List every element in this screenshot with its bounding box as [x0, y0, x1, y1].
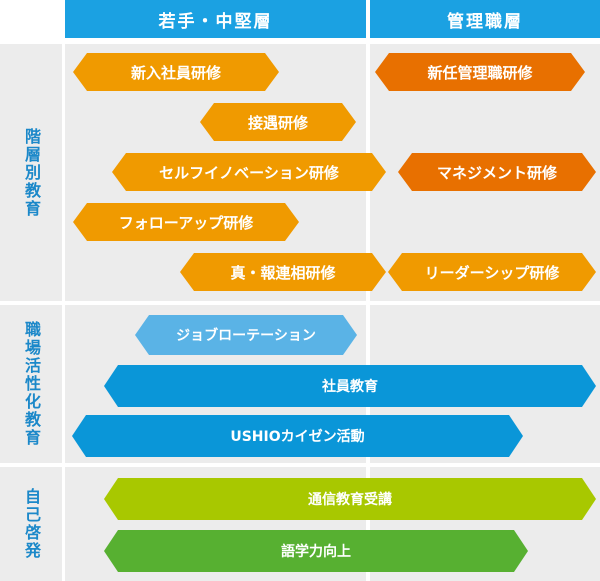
program-follow-up: フォローアップ研修: [73, 203, 299, 241]
row-label-self-development: 自己啓発: [0, 467, 62, 581]
row-label-workplace: 職場活性化教育: [0, 305, 62, 463]
program-correspondence: 通信教育受講: [104, 478, 596, 520]
program-new-employee: 新入社員研修: [73, 53, 279, 91]
program-kaizen: USHIOカイゼン活動: [72, 415, 523, 457]
program-management: マネジメント研修: [398, 153, 596, 191]
header-junior-mid: 若手・中堅層: [65, 0, 366, 38]
program-employee-education: 社員教育: [104, 365, 596, 407]
row-label-text: 階層別教育: [22, 127, 41, 218]
row-label-text: 職場活性化教育: [22, 321, 41, 447]
row-label-text: 自己啓発: [22, 488, 41, 560]
row-label-hierarchical: 階層別教育: [0, 44, 62, 301]
program-customer-service: 接遇研修: [200, 103, 356, 141]
program-hourensou: 真・報連相研修: [180, 253, 386, 291]
program-new-manager: 新任管理職研修: [375, 53, 585, 91]
program-leadership: リーダーシップ研修: [388, 253, 596, 291]
header-management: 管理職層: [370, 0, 600, 38]
program-self-innovation: セルフイノベーション研修: [112, 153, 386, 191]
program-job-rotation: ジョブローテーション: [135, 315, 357, 355]
program-language: 語学力向上: [104, 530, 528, 572]
header-corner: [0, 0, 62, 38]
